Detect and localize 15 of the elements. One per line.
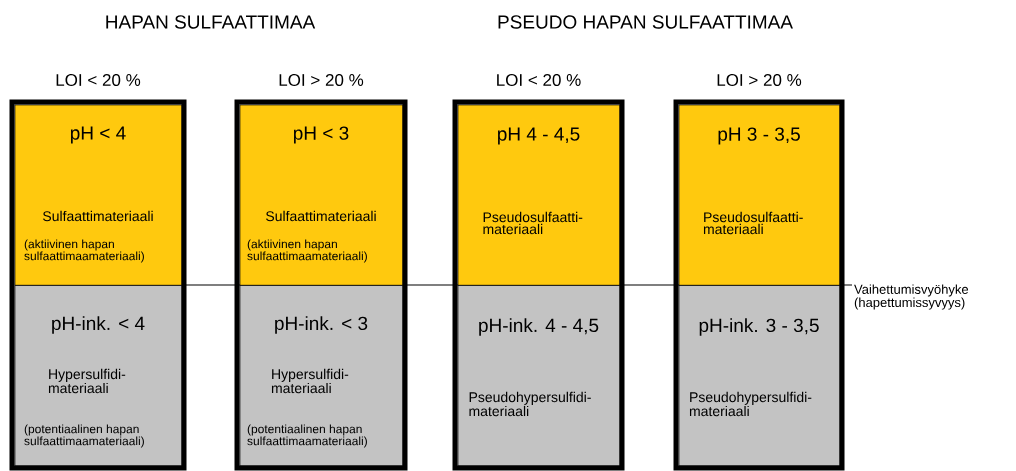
node-label: LOI < 20 % bbox=[56, 73, 141, 87]
table-cell: pH-ink. < 4 Hypersulfidi- materiaali (potentiaalinen hapan sulfaattimaamateriaali) bbox=[14, 285, 183, 467]
table-cell: pH-ink. 4 - 4,5 Pseudohypersulfidi- materiaali bbox=[457, 285, 621, 467]
group-heading: PSEUDO HAPAN SULFAATTIMAA bbox=[498, 15, 793, 29]
table-cell: pH 3 - 3,5 Pseudosulfaatti- materiaali bbox=[678, 104, 841, 286]
group-heading: HAPAN SULFAATTIMAA bbox=[106, 15, 316, 29]
table-cell: pH < 4 Sulfaattimateriaali (aktiivinen hapan sulfaattimaamateriaali) bbox=[14, 104, 183, 286]
node-label: LOI > 20 % bbox=[717, 73, 802, 87]
table-cell: pH 4 - 4,5 Pseudosulfaatti- materiaali bbox=[457, 104, 621, 286]
table-cell: pH-ink. < 3 Hypersulfidi- materiaali (potentiaalinen hapan sulfaattimaamateriaali) bbox=[239, 285, 404, 467]
table-cell: pH-ink. 3 - 3,5 Pseudohypersulfidi- materiaali bbox=[678, 285, 841, 467]
table-cell: pH < 3 Sulfaattimateriaali (aktiivinen hapan sulfaattimaamateriaali) bbox=[239, 104, 404, 286]
node-label: LOI < 20 % bbox=[497, 73, 581, 87]
zone-label: Vaihettumisvyöhyke (hapettumissyvyys) bbox=[854, 284, 969, 310]
node-label: LOI > 20 % bbox=[279, 73, 364, 87]
